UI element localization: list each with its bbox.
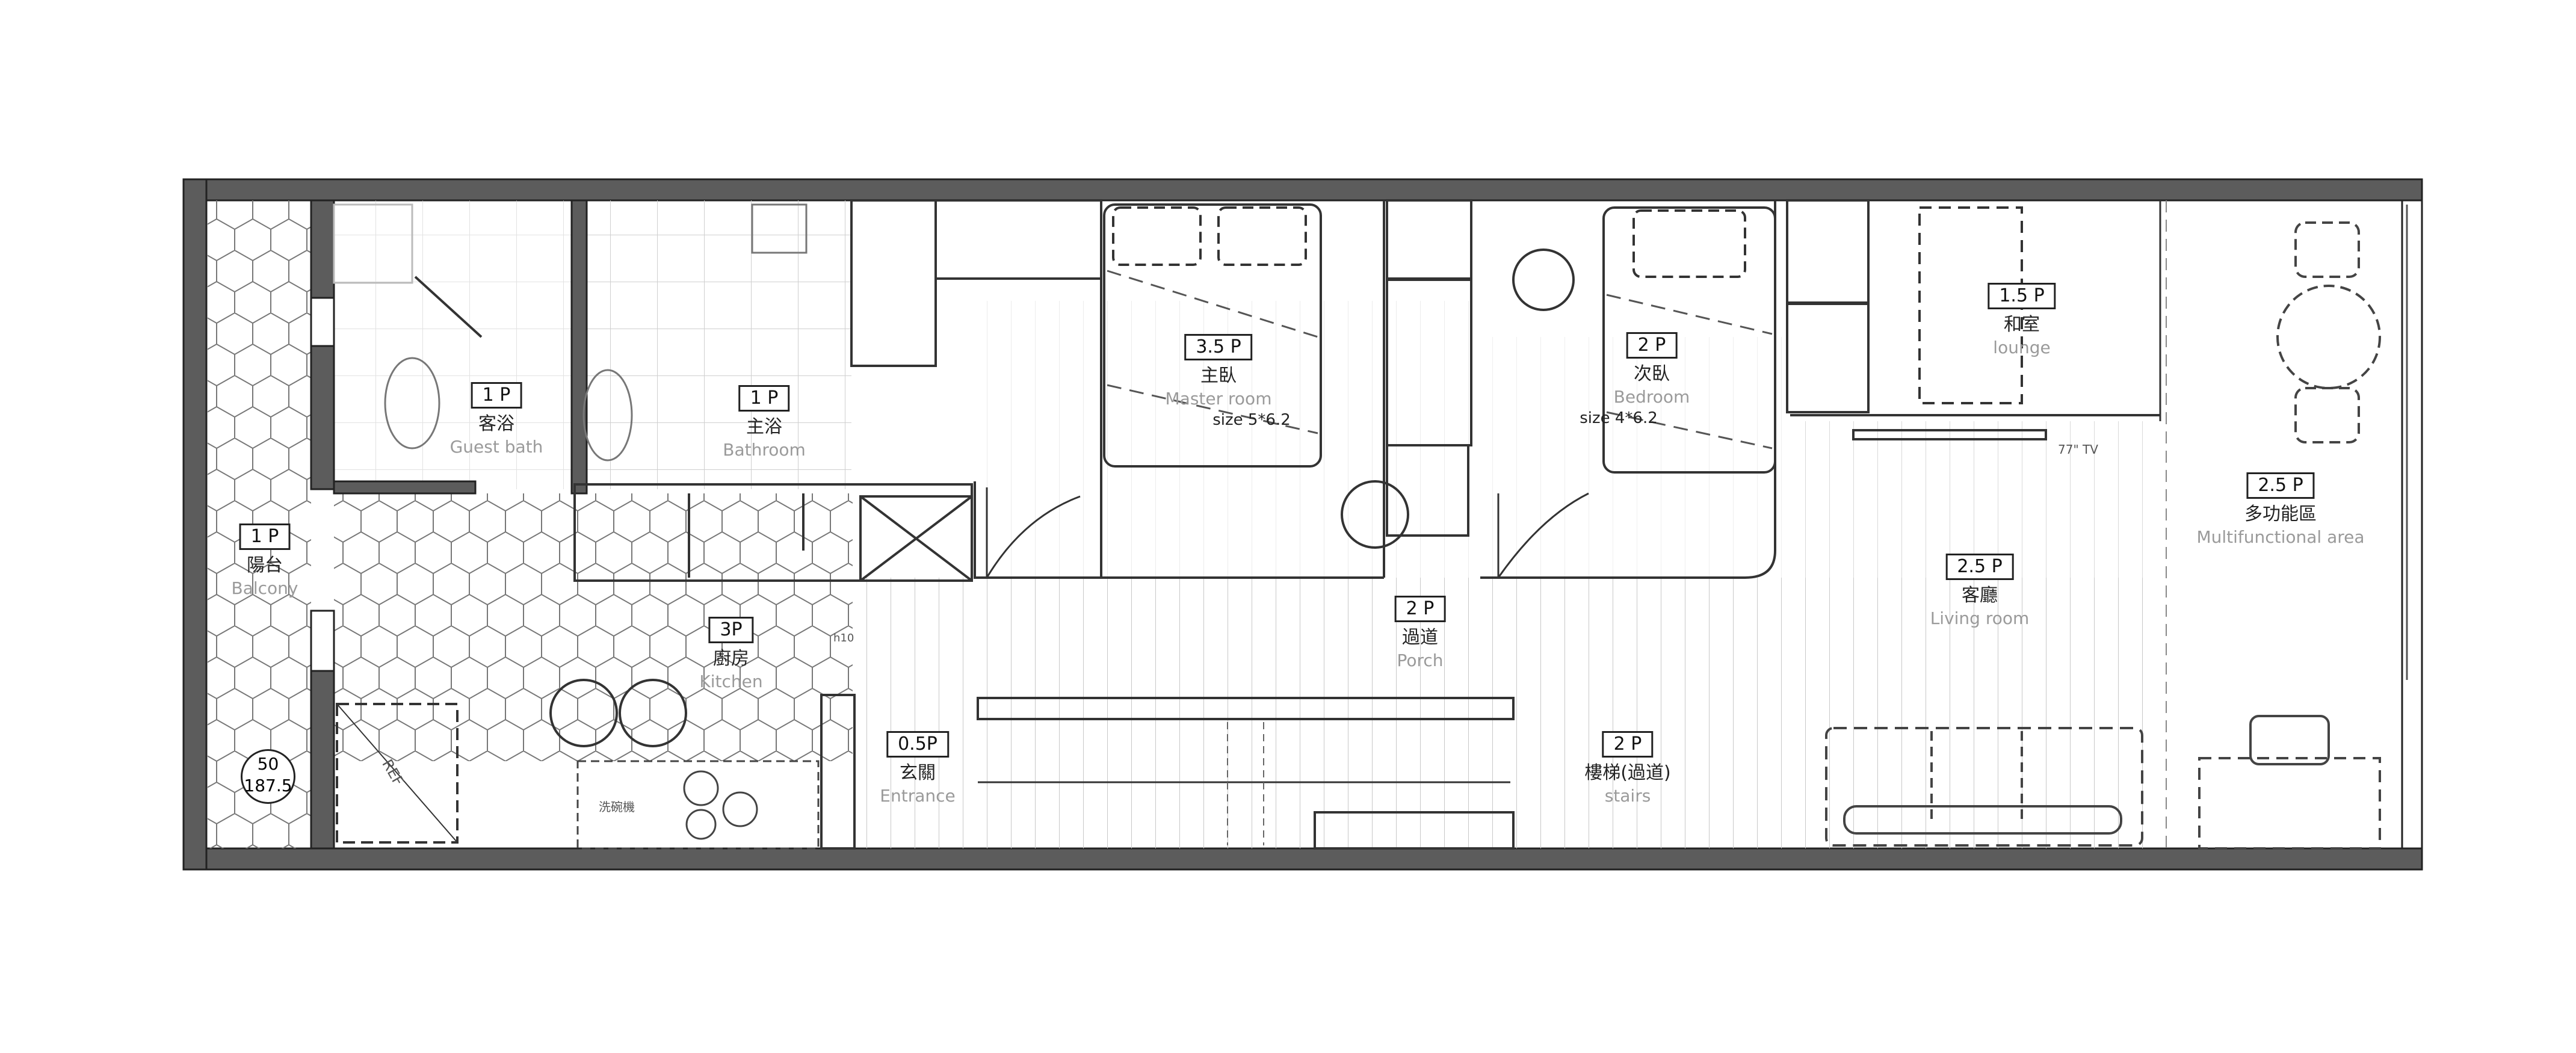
room-guest-bath: 1 P 客浴 Guest bath	[450, 382, 543, 458]
guest-bath-zh: 客浴	[478, 413, 514, 434]
stairs-en: stairs	[1604, 786, 1651, 806]
guest-bath-ping: 1 P	[471, 382, 522, 409]
dishwasher-label: 洗碗機	[599, 800, 635, 814]
bathroom-en: Bathroom	[723, 440, 806, 460]
kitchen-en: Kitchen	[699, 672, 763, 691]
entrance-en: Entrance	[880, 786, 956, 806]
tv-label: 77" TV	[2058, 442, 2098, 457]
room-master: 3.5 P 主臥 Master room size 5*6.2	[1146, 334, 1291, 430]
partitions	[573, 199, 2167, 848]
entrance-door	[820, 487, 1589, 850]
outer-walls	[182, 178, 2423, 871]
room-multifunctional: 2.5 P 多功能區 Multifunctional area	[2196, 472, 2365, 548]
room-balcony: 1 P 陽台 Balcony	[232, 523, 298, 599]
multi-ping: 2.5 P	[2246, 472, 2315, 499]
floor-finishes	[208, 200, 2160, 848]
lounge-zh: 和室	[2004, 314, 2040, 335]
room-kitchen: 3P 廚房 Kitchen	[699, 617, 763, 693]
entrance-ping: 0.5P	[886, 731, 949, 758]
room-stairs: 2 P 樓梯(過道) stairs	[1584, 731, 1671, 807]
bathroom-zh: 主浴	[746, 416, 782, 437]
master-en: Master room	[1165, 389, 1272, 409]
porch-en: Porch	[1397, 650, 1444, 670]
balcony-dimension: 50 187.5	[241, 749, 295, 804]
living-en: Living room	[1930, 608, 2030, 628]
master-size: size 5*6.2	[1212, 411, 1291, 429]
lounge-en: lounge	[1993, 338, 2051, 357]
lounge-ping: 1.5 P	[1988, 283, 2056, 309]
living-furniture	[1825, 221, 2381, 850]
dining-table	[549, 249, 1575, 747]
stairs-ping: 2 P	[1602, 731, 1654, 758]
kitchen-zh: 廚房	[712, 648, 749, 669]
interior-walls	[310, 199, 588, 850]
bathroom-fixtures	[333, 203, 808, 462]
bedroom-ping: 2 P	[1626, 332, 1678, 359]
porch-zh: 過道	[1402, 627, 1438, 648]
kitchen-ping: 3P	[708, 617, 754, 643]
guest-bath-en: Guest bath	[449, 437, 543, 457]
kitchen-counter	[576, 760, 820, 850]
bedroom-size: size 4*6.2	[1580, 409, 1658, 427]
porch-ping: 2 P	[1394, 596, 1446, 622]
balcony-dim-bottom: 187.5	[244, 776, 292, 795]
balcony-en: Balcony	[231, 578, 298, 598]
balcony-ping: 1 P	[239, 523, 291, 550]
room-porch: 2 P 過道 Porch	[1394, 596, 1446, 672]
entrance-zh: 玄關	[899, 762, 936, 783]
h10-label: h10	[833, 632, 854, 644]
living-ping: 2.5 P	[1945, 554, 2014, 580]
balcony-zh: 陽台	[247, 555, 283, 576]
multi-zh: 多功能區	[2244, 504, 2317, 525]
room-lounge: 1.5 P 和室 lounge	[1988, 283, 2056, 359]
bathroom-ping: 1 P	[738, 385, 790, 412]
refrigerator	[336, 703, 459, 844]
room-bedroom: 2 P 次臥 Bedroom size 4*6.2	[1580, 332, 1690, 428]
multi-en: Multifunctional area	[2196, 527, 2365, 547]
living-zh: 客廳	[1962, 585, 1998, 606]
bedroom-zh: 次臥	[1634, 363, 1670, 384]
staircase	[977, 697, 1515, 850]
master-zh: 主臥	[1200, 365, 1237, 386]
room-living: 2.5 P 客廳 Living room	[1930, 554, 2030, 629]
room-bathroom: 1 P 主浴 Bathroom	[723, 385, 806, 461]
master-ping: 3.5 P	[1184, 334, 1253, 360]
stairs-zh: 樓梯(過道)	[1584, 762, 1671, 783]
room-entrance: 0.5P 玄關 Entrance	[880, 731, 956, 807]
bedroom-en: Bedroom	[1613, 387, 1690, 407]
balcony-dim-top: 50	[257, 754, 279, 774]
